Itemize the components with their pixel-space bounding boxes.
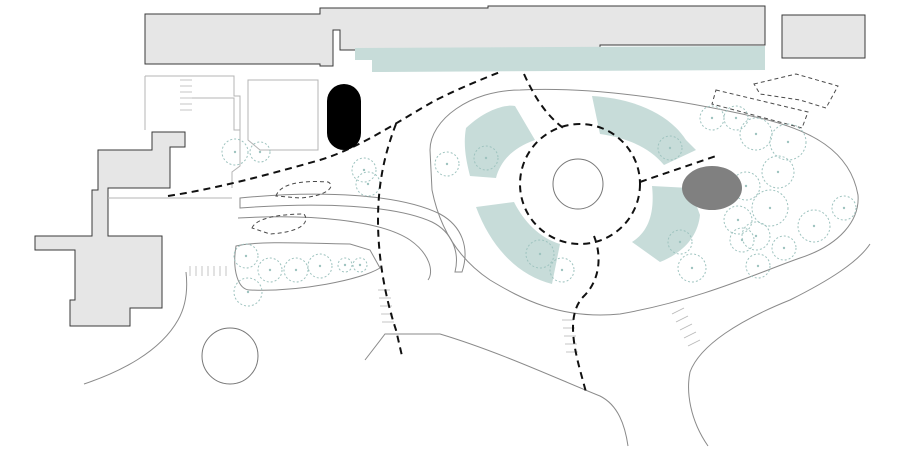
roundabout <box>519 123 641 245</box>
road-curve-outer <box>237 216 432 281</box>
black-rounded-feature <box>327 84 361 150</box>
plaza-outline <box>429 88 859 316</box>
court-outline <box>192 79 319 151</box>
walk-band <box>234 242 381 291</box>
pavilion-dashed-east <box>711 89 809 129</box>
canopy-arc-southwest <box>476 202 560 284</box>
crosswalks <box>180 79 701 353</box>
road-curve-inner <box>239 193 466 273</box>
roundabout-dashed-ring <box>519 123 641 245</box>
grey-oval-feature <box>682 166 742 210</box>
building-west <box>34 131 186 327</box>
canopy-arc-southeast <box>632 186 700 262</box>
building-northeast <box>781 14 866 59</box>
canopy-areas <box>355 46 765 284</box>
road-south-east <box>688 243 871 447</box>
path-edges <box>83 75 871 447</box>
road-south-west <box>83 271 188 385</box>
canopy-strip-north <box>355 46 765 72</box>
island-dashed-2 <box>251 213 307 235</box>
route-north-center <box>523 73 567 131</box>
route-west <box>167 71 501 197</box>
routes <box>167 71 717 393</box>
crosswalk-southeast <box>671 307 701 347</box>
features <box>201 84 742 385</box>
road-west-approach <box>145 75 241 188</box>
route-central-south <box>376 123 403 357</box>
tree-cluster-west <box>221 138 381 197</box>
island-dashed-1 <box>275 181 332 199</box>
trees <box>221 105 857 307</box>
crosswalk-north-left <box>180 79 192 111</box>
roundabout-centre <box>552 158 604 210</box>
tree-cluster-east <box>699 105 857 279</box>
buildings <box>34 5 866 327</box>
pavilion-dashed-northeast <box>753 73 839 109</box>
tree-cluster-south-band <box>233 243 368 307</box>
crosswalk-south <box>562 319 578 353</box>
route-south <box>572 235 600 393</box>
canopy-arc-northwest <box>464 105 535 178</box>
roundabout-southwest <box>201 327 259 385</box>
crosswalk-west <box>189 266 227 276</box>
dashed-outlines <box>251 73 839 235</box>
tree-cluster-plaza <box>434 135 707 283</box>
road-south-center <box>364 333 629 447</box>
canopy-arc-northeast <box>592 96 696 165</box>
route-east <box>639 155 717 183</box>
